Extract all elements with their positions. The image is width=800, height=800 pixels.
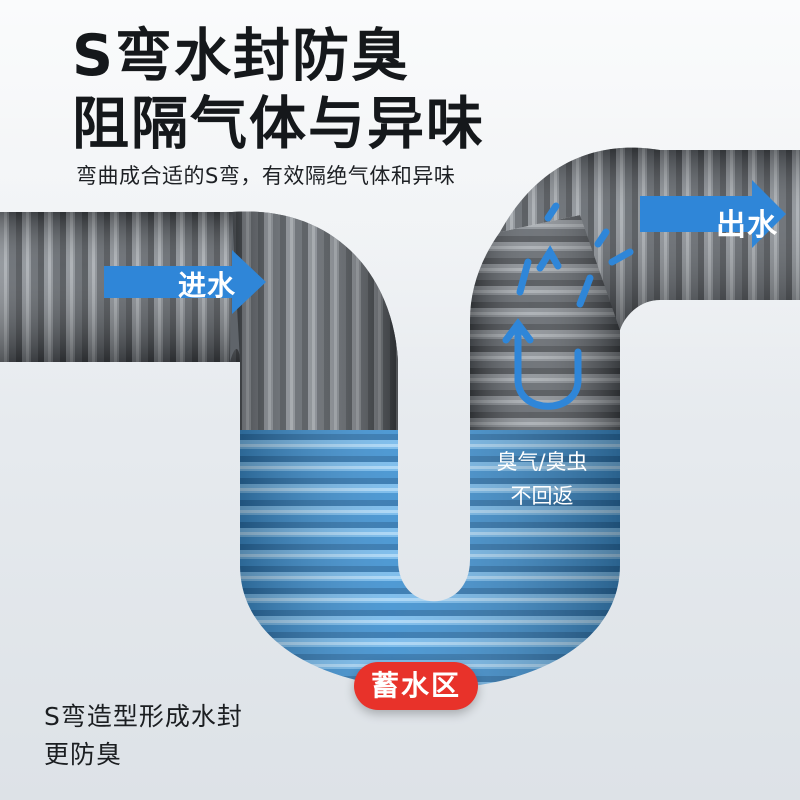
blocked-odor-arrows-icon: [502, 202, 634, 410]
outlet-arrow-icon: [640, 180, 786, 248]
headline-line-2: 阻隔气体与异味: [72, 91, 485, 157]
outlet-riser: [470, 215, 620, 430]
inlet-arrow-icon: [104, 250, 266, 314]
inlet-elbow: [230, 211, 398, 430]
water-storage-badge-label: 蓄水区: [370, 669, 461, 702]
inlet-label: 进水: [178, 269, 237, 302]
caption-line-1: S弯造型形成水封: [44, 702, 243, 731]
caption-line-2: 更防臭: [44, 740, 123, 769]
water-seal-u-bend: [240, 430, 620, 689]
subheadline: 弯曲成合适的S弯，有效隔绝气体和异味: [76, 164, 456, 188]
water-storage-badge: 蓄水区: [354, 662, 478, 710]
headline: S弯水封防臭 阻隔气体与异味: [72, 22, 485, 158]
odor-note-line-1: 臭气/臭虫: [496, 450, 588, 474]
caption: S弯造型形成水封 更防臭: [44, 698, 243, 774]
headline-line-1: S弯水封防臭: [72, 23, 411, 89]
odor-note-line-2: 不回返: [510, 484, 574, 508]
outlet-label: 出水: [716, 208, 778, 243]
outlet-hose: [500, 147, 800, 330]
